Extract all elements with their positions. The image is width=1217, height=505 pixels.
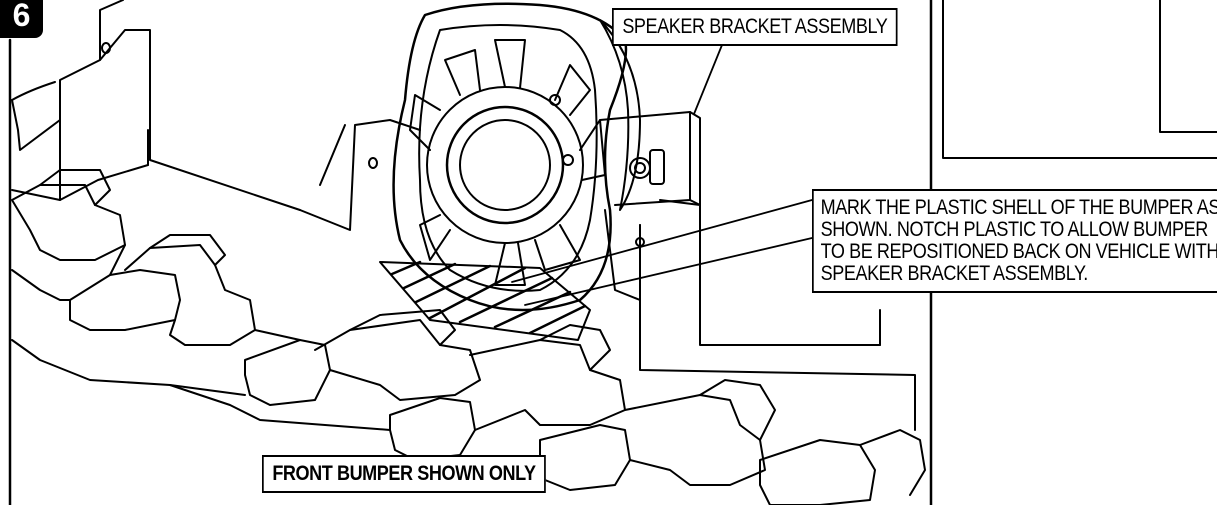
callout-mark-plastic-shell: MARK THE PLASTIC SHELL OF THE BUMPER AS … [812, 189, 1217, 294]
bumper-frame [11, 0, 916, 431]
callout-front-bumper-text: FRONT BUMPER SHOWN ONLY [272, 462, 536, 485]
leader-mark-upper [511, 199, 813, 283]
callout-front-bumper-shown-only: FRONT BUMPER SHOWN ONLY [262, 455, 547, 494]
inset-panel [942, 0, 1217, 159]
callout-speaker-bracket-text: SPEAKER BRACKET ASSEMBLY [622, 15, 888, 38]
leader-speaker-bracket [693, 44, 723, 115]
bumper-foam-blocks [11, 169, 926, 505]
speaker-illustration [392, 2, 641, 312]
leader-mark-lower [524, 237, 813, 306]
step-number-badge: 6 [0, 0, 43, 38]
notch-area-hatching [379, 260, 591, 341]
step-number: 6 [12, 0, 31, 33]
leader-lines [511, 44, 813, 306]
callout-speaker-bracket-assembly: SPEAKER BRACKET ASSEMBLY [612, 8, 898, 47]
speaker-bracket [599, 111, 701, 301]
callout-mark-text: MARK THE PLASTIC SHELL OF THE BUMPER AS … [820, 196, 1217, 286]
